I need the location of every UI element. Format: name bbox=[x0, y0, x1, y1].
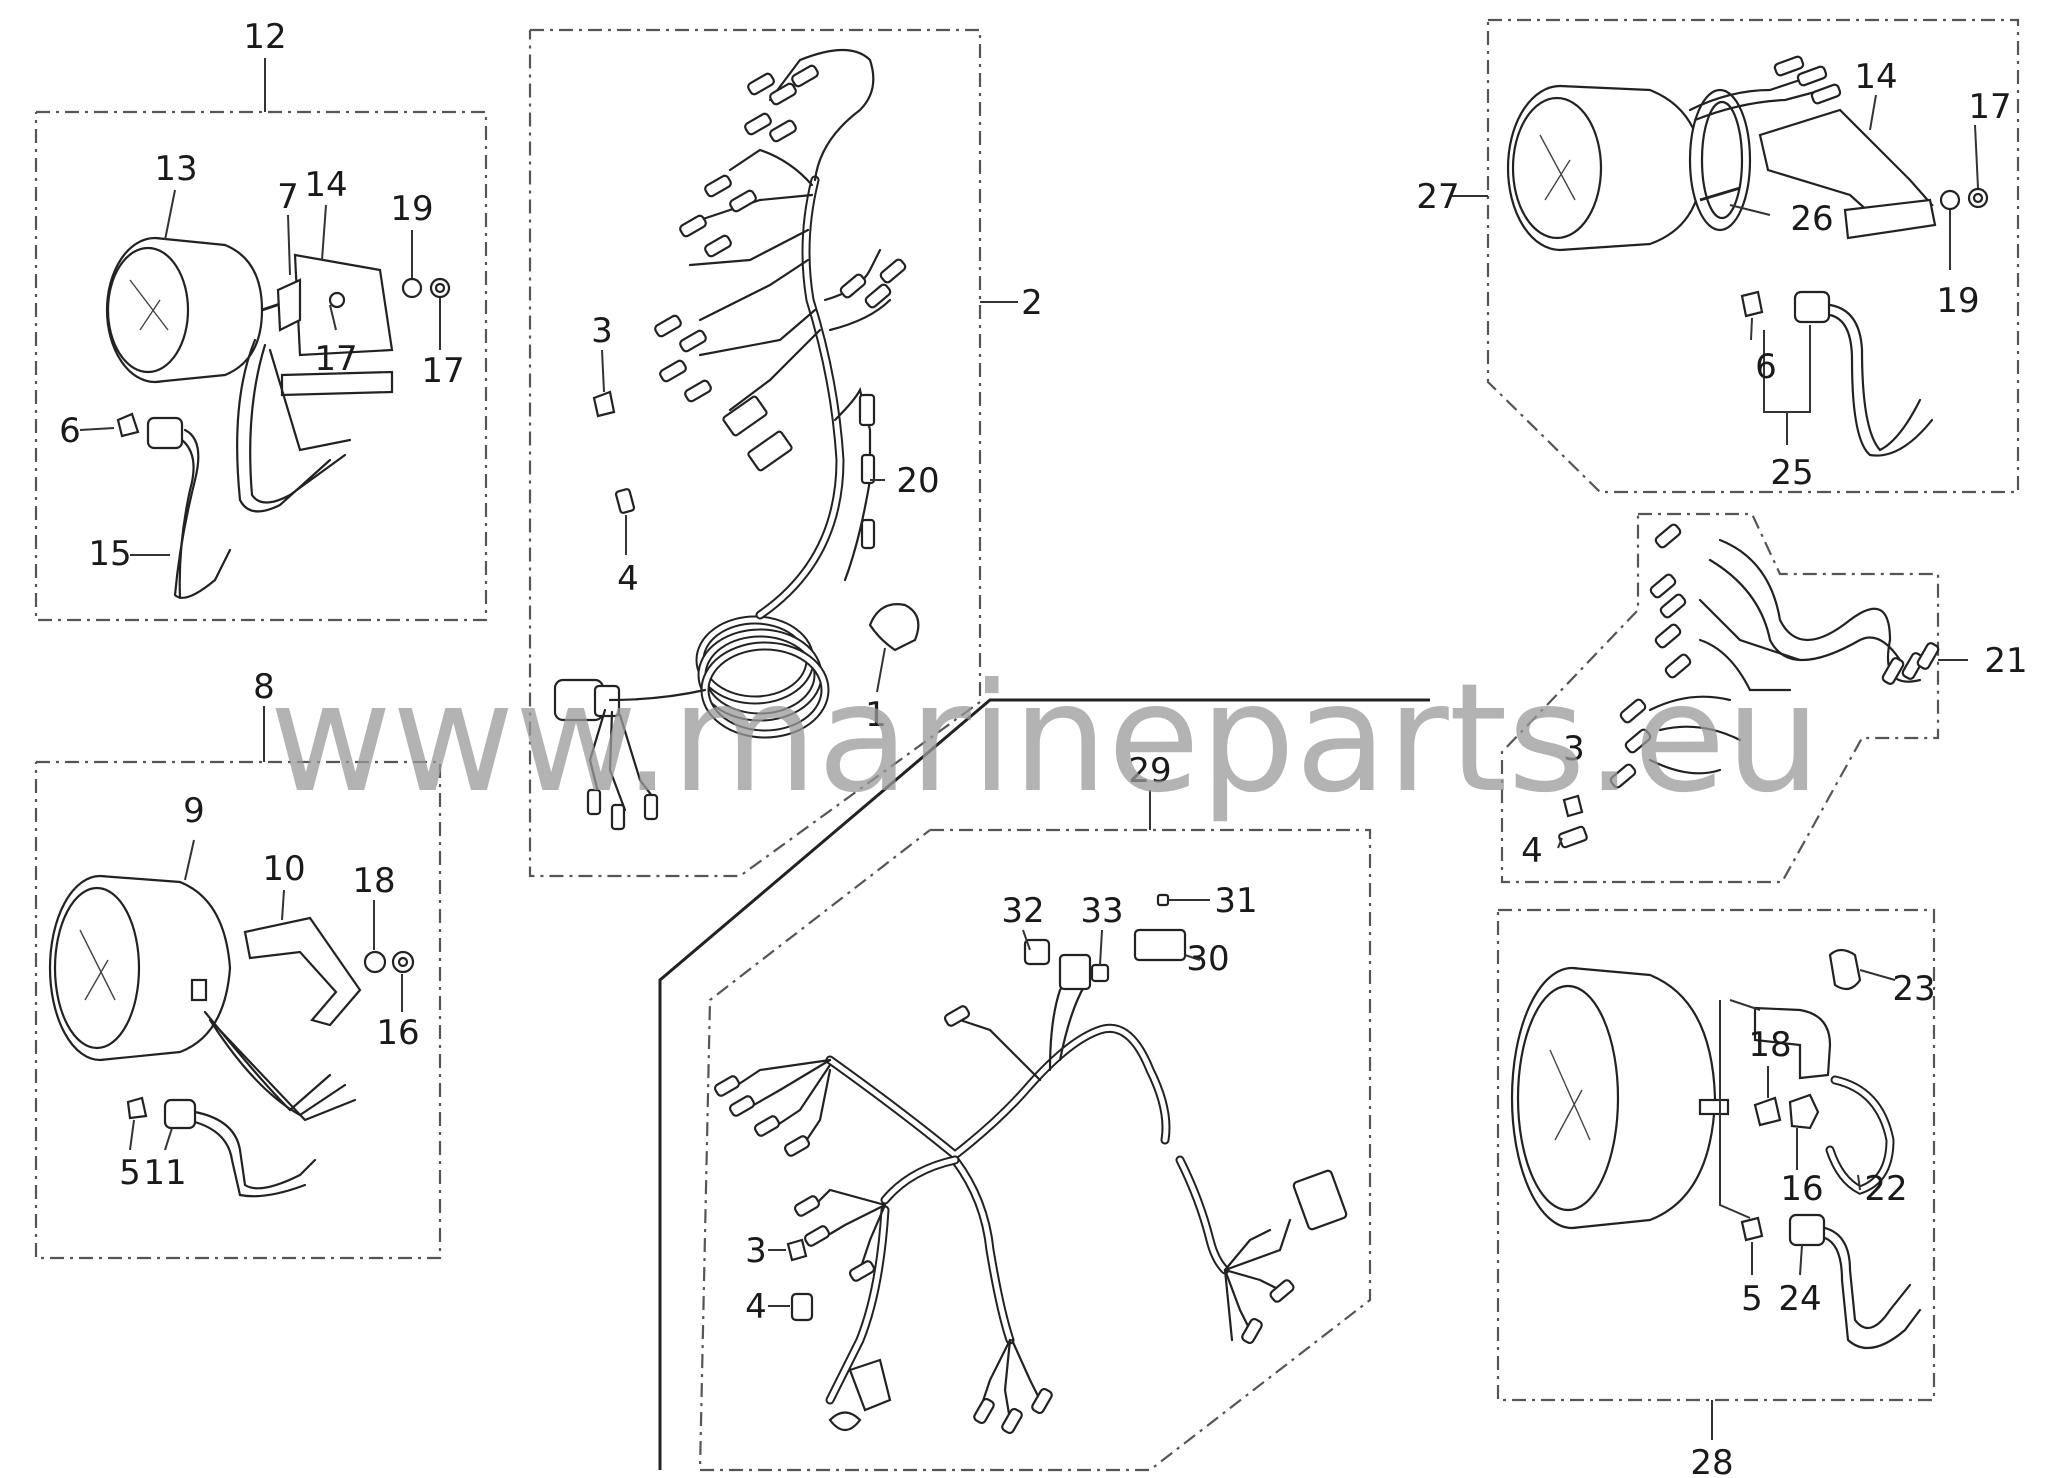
label-18a: 18 bbox=[352, 861, 395, 901]
label-22: 22 bbox=[1864, 1169, 1907, 1209]
label-16b: 16 bbox=[1780, 1169, 1823, 1209]
label-12: 12 bbox=[243, 17, 286, 57]
label-21: 21 bbox=[1984, 641, 2027, 681]
label-26: 26 bbox=[1790, 199, 1833, 239]
label-28: 28 bbox=[1690, 1443, 1733, 1478]
label-3a: 3 bbox=[591, 311, 613, 351]
label-19a: 19 bbox=[390, 189, 433, 229]
label-4c: 4 bbox=[745, 1287, 767, 1327]
label-18b: 18 bbox=[1748, 1025, 1791, 1065]
label-10: 10 bbox=[262, 849, 305, 889]
label-24: 24 bbox=[1778, 1279, 1821, 1319]
label-5b: 5 bbox=[1741, 1279, 1763, 1319]
label-2: 2 bbox=[1021, 283, 1043, 323]
label-14b: 14 bbox=[1854, 57, 1897, 97]
group-21-sub-harness bbox=[1500, 512, 1968, 884]
label-17a: 17 bbox=[314, 339, 357, 379]
label-4a: 4 bbox=[617, 559, 639, 599]
label-9: 9 bbox=[183, 791, 205, 831]
label-13: 13 bbox=[154, 149, 197, 189]
group-2-main-harness bbox=[528, 28, 1018, 878]
label-30: 30 bbox=[1186, 939, 1229, 979]
label-3b: 3 bbox=[1563, 729, 1585, 769]
label-8: 8 bbox=[253, 667, 275, 707]
label-3c: 3 bbox=[745, 1231, 767, 1271]
label-6b: 6 bbox=[1755, 347, 1777, 387]
label-32: 32 bbox=[1001, 891, 1044, 931]
label-7: 7 bbox=[277, 177, 299, 217]
group-27-gauge-assembly bbox=[1450, 18, 2020, 494]
label-16a: 16 bbox=[376, 1013, 419, 1053]
watermark: www.marineparts.eu bbox=[269, 652, 1821, 826]
label-15: 15 bbox=[88, 534, 131, 574]
group-8-gauge-assembly bbox=[34, 706, 442, 1260]
label-19b: 19 bbox=[1936, 281, 1979, 321]
label-17c: 17 bbox=[1968, 87, 2011, 127]
callout-labels: 12 13 7 14 19 17 17 6 15 8 9 10 18 16 5 … bbox=[59, 17, 2027, 1478]
label-23: 23 bbox=[1892, 969, 1935, 1009]
label-11: 11 bbox=[143, 1153, 186, 1193]
label-4b: 4 bbox=[1521, 831, 1543, 871]
group-29-harness bbox=[658, 698, 1430, 1472]
label-14a: 14 bbox=[304, 165, 347, 205]
label-17b: 17 bbox=[421, 351, 464, 391]
label-31: 31 bbox=[1214, 881, 1257, 921]
label-27: 27 bbox=[1416, 177, 1459, 217]
group-12-gauge-assembly bbox=[34, 58, 488, 622]
label-5a: 5 bbox=[119, 1153, 141, 1193]
label-1: 1 bbox=[865, 695, 887, 735]
group-28-gauge-assembly bbox=[1496, 908, 1936, 1440]
label-33: 33 bbox=[1080, 891, 1123, 931]
label-6a: 6 bbox=[59, 411, 81, 451]
label-29: 29 bbox=[1128, 751, 1171, 791]
label-25: 25 bbox=[1770, 453, 1813, 493]
label-20: 20 bbox=[896, 461, 939, 501]
